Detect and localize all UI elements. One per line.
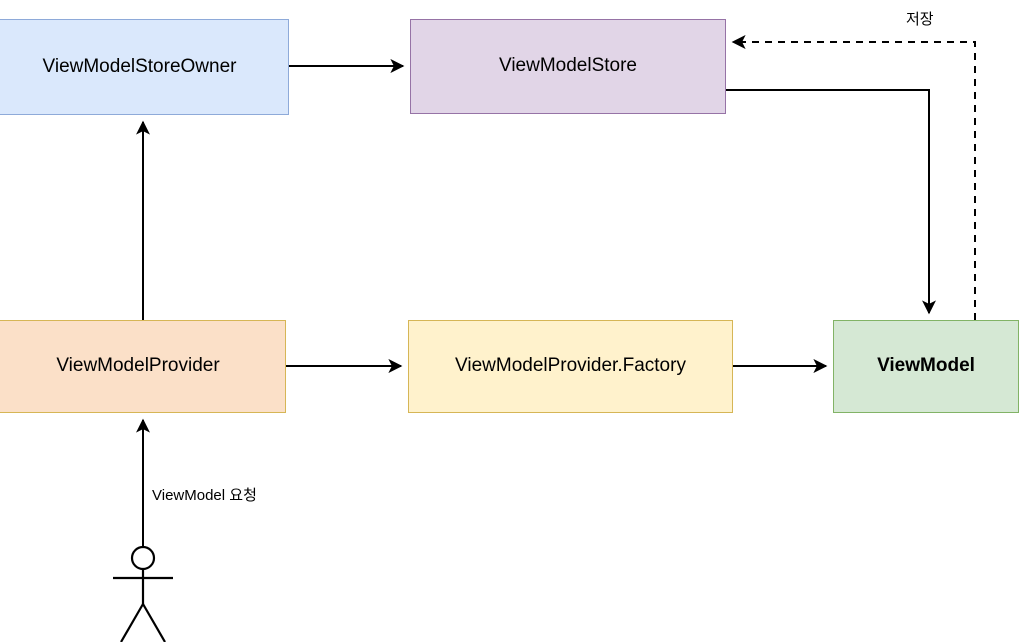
actor-head-icon xyxy=(130,545,156,571)
node-viewmodelstore-label: ViewModelStore xyxy=(498,55,637,77)
node-viewmodelproviderfactory[interactable]: ViewModelProvider.Factory xyxy=(408,320,733,413)
node-viewmodelstoreowner-label: ViewModelStoreOwner xyxy=(42,55,237,77)
edge-label-request: ViewModel 요청 xyxy=(152,487,257,504)
node-viewmodelstoreowner[interactable]: ViewModelStoreOwner xyxy=(0,19,289,115)
node-viewmodelprovider[interactable]: ViewModelProvider xyxy=(0,320,286,413)
edge-viewmodel-to-store xyxy=(731,35,976,320)
actor-leg-left xyxy=(120,603,144,642)
node-viewmodelprovider-label: ViewModelProvider xyxy=(56,355,220,377)
node-viewmodel[interactable]: ViewModel xyxy=(833,320,1019,413)
edge-label-save: 저장 xyxy=(906,11,934,28)
actor-leg-right xyxy=(142,603,166,642)
edge-store-to-viewmodel xyxy=(726,89,936,315)
node-viewmodelstore[interactable]: ViewModelStore xyxy=(410,19,726,114)
actor-stick-figure xyxy=(113,545,173,642)
node-viewmodel-label: ViewModel xyxy=(877,355,975,377)
node-viewmodelproviderfactory-label: ViewModelProvider.Factory xyxy=(455,355,686,377)
